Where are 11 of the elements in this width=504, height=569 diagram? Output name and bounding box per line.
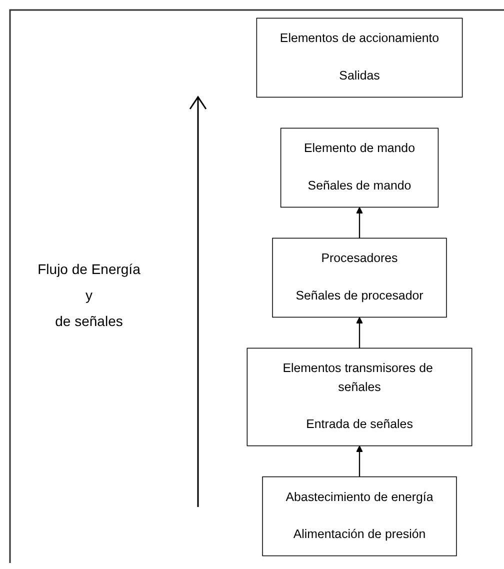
node-box: Elemento de mando Señales de mando xyxy=(280,128,439,208)
node-box: Abastecimiento de energía Alimentación de presión xyxy=(262,476,457,556)
side-label: de señales xyxy=(55,313,123,329)
node-box: Procesadores Señales de procesador xyxy=(272,238,447,318)
arrow xyxy=(356,206,363,238)
side-label: Flujo de Energía xyxy=(38,261,140,277)
side-label: y xyxy=(86,287,92,303)
node-box: Elementos transmisores de señales Entrada de señales xyxy=(246,348,472,446)
node-box: Elementos de accionamiento Salidas xyxy=(256,18,463,98)
arrow xyxy=(356,446,363,477)
arrow xyxy=(356,316,363,348)
